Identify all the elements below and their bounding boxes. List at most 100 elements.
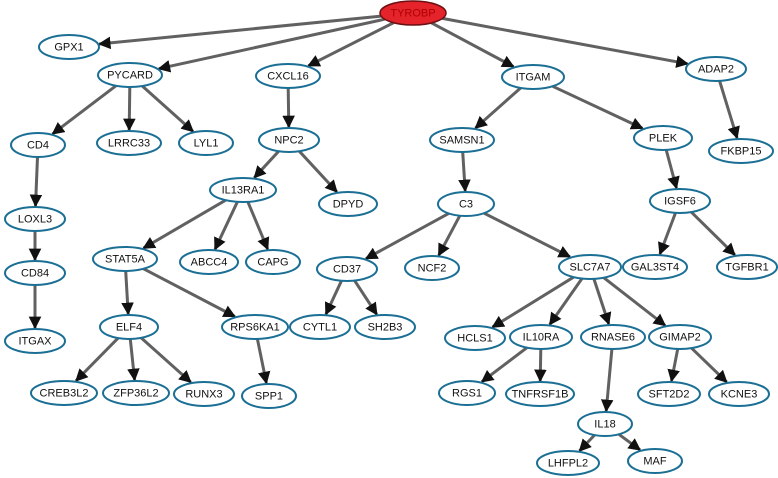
node-creb3l2[interactable]: CREB3L2 xyxy=(30,380,98,406)
node-cytl1[interactable]: CYTL1 xyxy=(289,314,351,340)
edge-gimap2-to-kcne3 xyxy=(690,347,728,384)
edge-npc2-to-il13ra1 xyxy=(253,150,280,179)
node-lyl1[interactable]: LYL1 xyxy=(178,130,234,156)
node-shape xyxy=(99,314,159,340)
node-maf[interactable]: MAF xyxy=(627,448,683,474)
node-shape xyxy=(38,34,100,60)
node-pycard[interactable]: PYCARD xyxy=(97,62,163,88)
node-lhfpl2[interactable]: LHFPL2 xyxy=(536,450,600,476)
node-samsn1[interactable]: SAMSN1 xyxy=(429,127,495,153)
node-runx3[interactable]: RUNX3 xyxy=(173,381,235,407)
node-shape xyxy=(318,191,378,217)
node-shape xyxy=(354,314,416,340)
node-label: SFT2D2 xyxy=(649,389,690,401)
node-shape xyxy=(627,448,683,474)
node-il13ra1[interactable]: IL13RA1 xyxy=(209,177,277,203)
node-cxcl16[interactable]: CXCL16 xyxy=(255,63,321,89)
node-tyrobp[interactable]: TYROBP xyxy=(379,0,447,26)
node-rgs1[interactable]: RGS1 xyxy=(438,380,496,406)
node-kcne3[interactable]: KCNE3 xyxy=(708,381,770,407)
node-shape xyxy=(316,256,378,282)
node-label: RUNX3 xyxy=(185,389,222,401)
node-gal3st4[interactable]: GAL3ST4 xyxy=(622,254,688,280)
node-tgfbr1[interactable]: TGFBR1 xyxy=(716,254,778,280)
node-shape xyxy=(501,64,565,90)
node-il10ra[interactable]: IL10RA xyxy=(509,324,573,350)
node-label: LOXL3 xyxy=(18,214,52,226)
node-label: PLEK xyxy=(649,133,678,145)
edge-cd37-to-sh2b3 xyxy=(353,279,379,316)
edge-tyrobp-to-pycard xyxy=(157,17,386,73)
node-label: CREB3L2 xyxy=(40,388,89,400)
node-il18[interactable]: IL18 xyxy=(577,411,633,437)
node-label: CAPG xyxy=(257,257,288,269)
node-label: FKBP15 xyxy=(721,146,762,158)
node-elf4[interactable]: ELF4 xyxy=(99,314,159,340)
node-shape xyxy=(622,254,688,280)
node-label: CD37 xyxy=(333,264,361,276)
node-label: RNASE6 xyxy=(591,332,635,344)
node-gpx1[interactable]: GPX1 xyxy=(38,34,100,60)
node-rps6ka1[interactable]: RPS6KA1 xyxy=(221,314,289,340)
node-label: ELF4 xyxy=(116,322,142,334)
edge-il10ra-to-rgs1 xyxy=(480,346,528,383)
node-capg[interactable]: CAPG xyxy=(245,249,301,275)
node-loxl3[interactable]: LOXL3 xyxy=(4,206,66,232)
node-tnfrsf1b[interactable]: TNFRSF1B xyxy=(505,381,575,407)
edge-pycard-to-lyl1 xyxy=(141,84,195,133)
node-shape xyxy=(509,324,573,350)
edge-slc7a7-to-hcls1 xyxy=(491,275,575,329)
node-c3[interactable]: C3 xyxy=(437,191,495,217)
edge-tyrobp-to-gpx1 xyxy=(97,14,382,50)
node-hcls1[interactable]: HCLS1 xyxy=(444,325,506,351)
node-shape xyxy=(685,56,747,82)
node-cd4[interactable]: CD4 xyxy=(10,132,66,158)
node-itgax[interactable]: ITGAX xyxy=(4,328,66,354)
edge-cxcl16-to-npc2 xyxy=(282,87,295,129)
node-slc7a7[interactable]: SLC7A7 xyxy=(558,254,622,280)
edge-cd37-to-cytl1 xyxy=(324,280,343,316)
edge-gimap2-to-sft2d2 xyxy=(667,348,680,383)
node-cd37[interactable]: CD37 xyxy=(316,256,378,282)
node-sft2d2[interactable]: SFT2D2 xyxy=(637,381,701,407)
node-spp1[interactable]: SPP1 xyxy=(241,383,297,409)
node-gimap2[interactable]: GIMAP2 xyxy=(648,324,712,350)
node-shape xyxy=(633,125,693,151)
node-label: RGS1 xyxy=(452,388,482,400)
node-label: SAMSN1 xyxy=(439,135,484,147)
node-rnase6[interactable]: RNASE6 xyxy=(580,324,646,350)
node-plek[interactable]: PLEK xyxy=(633,125,693,151)
node-shape xyxy=(716,254,778,280)
node-zfp36l2[interactable]: ZFP36L2 xyxy=(102,380,170,406)
node-label: SH2B3 xyxy=(368,322,403,334)
node-label: SLC7A7 xyxy=(570,262,611,274)
edge-cd4-to-loxl3 xyxy=(29,156,43,208)
node-cd84[interactable]: CD84 xyxy=(4,260,66,286)
node-fkbp15[interactable]: FKBP15 xyxy=(708,138,774,164)
node-shape xyxy=(649,188,711,214)
node-label: LRRC33 xyxy=(108,138,150,150)
edge-igsf6-to-tgfbr1 xyxy=(690,211,736,257)
node-lrrc33[interactable]: LRRC33 xyxy=(96,130,162,156)
node-stat5a[interactable]: STAT5A xyxy=(92,246,158,272)
node-label: NPC2 xyxy=(274,135,303,147)
node-shape xyxy=(245,249,301,275)
node-label: ITGAM xyxy=(516,72,551,84)
node-shape xyxy=(580,324,646,350)
node-label: GPX1 xyxy=(54,42,83,54)
node-shape xyxy=(444,325,506,351)
node-dpyd[interactable]: DPYD xyxy=(318,191,378,217)
node-igsf6[interactable]: IGSF6 xyxy=(649,188,711,214)
edge-c3-to-slc7a7 xyxy=(483,211,572,259)
node-adap2[interactable]: ADAP2 xyxy=(685,56,747,82)
node-label: KCNE3 xyxy=(721,389,758,401)
node-npc2[interactable]: NPC2 xyxy=(258,127,320,153)
node-abcc4[interactable]: ABCC4 xyxy=(179,249,239,275)
node-sh2b3[interactable]: SH2B3 xyxy=(354,314,416,340)
edge-pycard-to-lrrc33 xyxy=(123,86,136,132)
edge-tyrobp-to-cxcl16 xyxy=(307,21,395,68)
node-itgam[interactable]: ITGAM xyxy=(501,64,565,90)
node-ncf2[interactable]: NCF2 xyxy=(404,255,460,281)
edge-il10ra-to-tnfrsf1b xyxy=(534,348,547,383)
